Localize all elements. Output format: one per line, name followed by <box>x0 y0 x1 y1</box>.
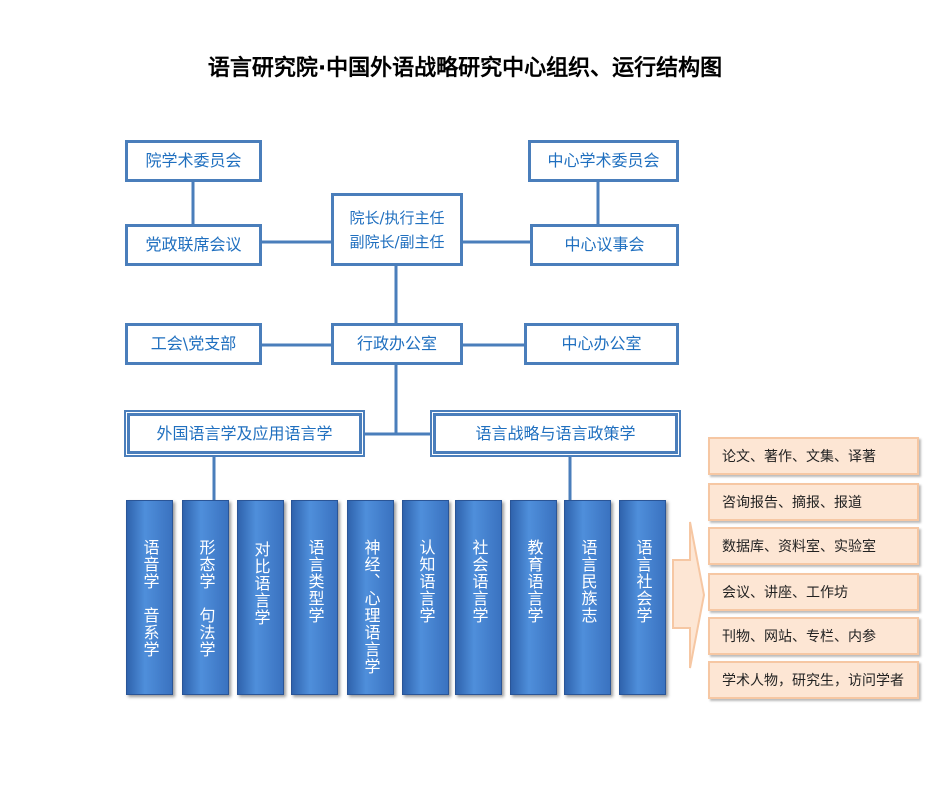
output-item: 咨询报告、摘报、报道 <box>708 483 919 521</box>
output-item: 会议、讲座、工作坊 <box>708 573 919 611</box>
research-column: 对比语言学 <box>237 500 284 695</box>
leaders-line1: 院长/执行主任 <box>349 208 445 227</box>
research-column: 语言民族志 <box>564 500 611 695</box>
research-column: 语音学 音系学 <box>126 500 173 695</box>
dept-foreign-linguistics-box: 外国语言学及应用语言学 <box>124 410 365 457</box>
academic-committee-box: 院学术委员会 <box>125 140 262 182</box>
output-item: 数据库、资料室、实验室 <box>708 527 919 565</box>
research-column: 认知语言学 <box>402 500 449 695</box>
union-box: 工会\党支部 <box>125 323 262 365</box>
output-item: 学术人物，研究生，访问学者 <box>708 661 919 699</box>
output-item: 论文、著作、文集、译著 <box>708 437 919 475</box>
research-column: 语言社会学 <box>619 500 666 695</box>
output-item: 刊物、网站、专栏、内参 <box>708 617 919 655</box>
leaders-line2: 副院长/副主任 <box>349 232 445 251</box>
center-council-box: 中心议事会 <box>530 224 679 266</box>
chart-title: 语言研究院·中国外语战略研究中心组织、运行结构图 <box>207 56 723 81</box>
research-column: 教育语言学 <box>510 500 557 695</box>
arrow-icon <box>672 521 706 669</box>
research-column: 语言类型学 <box>291 500 338 695</box>
research-column: 神经、心理语言学 <box>347 500 394 695</box>
center-committee-box: 中心学术委员会 <box>528 140 679 182</box>
dept-language-strategy-box: 语言战略与语言政策学 <box>430 410 681 457</box>
admin-office-box: 行政办公室 <box>331 323 463 365</box>
research-column: 形态学 句法学 <box>182 500 229 695</box>
center-office-box: 中心办公室 <box>524 323 679 365</box>
research-column: 社会语言学 <box>455 500 502 695</box>
leaders-box: 院长/执行主任 副院长/副主任 <box>331 193 463 266</box>
party-meeting-box: 党政联席会议 <box>125 224 262 266</box>
